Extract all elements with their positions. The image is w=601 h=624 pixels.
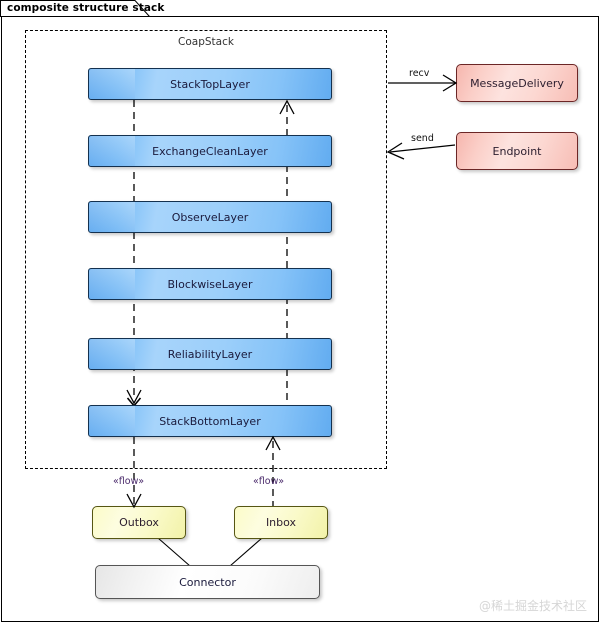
external-box-endpoint[interactable]: Endpoint [456, 132, 578, 170]
layer-box-observelayer[interactable]: ObserveLayer [88, 201, 332, 233]
edge-label-recv: recv [409, 68, 430, 79]
diagram-frame [0, 15, 599, 622]
layer-box-exchangecleanlayer[interactable]: ExchangeCleanLayer [88, 135, 332, 167]
watermark: @稀土掘金技术社区 [478, 599, 587, 613]
edge-label-send: send [411, 133, 434, 144]
layer-box-stacktoplayer[interactable]: StackTopLayer [88, 68, 332, 100]
port-box-outbox[interactable]: Outbox [92, 506, 186, 539]
layer-label: ReliabilityLayer [167, 347, 253, 361]
connector-box-label: Connector [179, 575, 236, 589]
coapstack-container [25, 30, 387, 469]
tab-shape-icon [0, 0, 150, 17]
port-box-label: Inbox [265, 516, 297, 529]
coapstack-label: CoapStack [178, 36, 234, 48]
connector-box[interactable]: Connector [95, 565, 320, 599]
layer-label: StackTopLayer [170, 77, 250, 91]
flow-label-left: «flow» [113, 476, 145, 487]
external-box-label: MessageDelivery [470, 76, 564, 90]
inbox-connector-edge [229, 537, 263, 567]
external-box-label: Endpoint [492, 144, 542, 158]
port-box-label: Outbox [119, 516, 159, 529]
layer-label: StackBottomLayer [159, 414, 261, 428]
send-edge [389, 144, 456, 153]
layer-box-blockwiselayer[interactable]: BlockwiseLayer [88, 268, 332, 300]
port-box-inbox[interactable]: Inbox [234, 506, 328, 539]
flow-label-right: «flow» [253, 476, 285, 487]
layer-box-stackbottomlayer[interactable]: StackBottomLayer [88, 405, 332, 437]
layer-label: ObserveLayer [171, 210, 249, 224]
external-box-messagedelivery[interactable]: MessageDelivery [456, 64, 578, 102]
layer-label: BlockwiseLayer [167, 277, 253, 291]
layer-box-reliabilitylayer[interactable]: ReliabilityLayer [88, 338, 332, 370]
layer-label: ExchangeCleanLayer [152, 144, 268, 158]
diagram-title-label: composite structure stack [7, 2, 165, 14]
diagram-title-tab[interactable]: composite structure stack [0, 0, 164, 17]
outbox-connector-edge [157, 537, 191, 567]
